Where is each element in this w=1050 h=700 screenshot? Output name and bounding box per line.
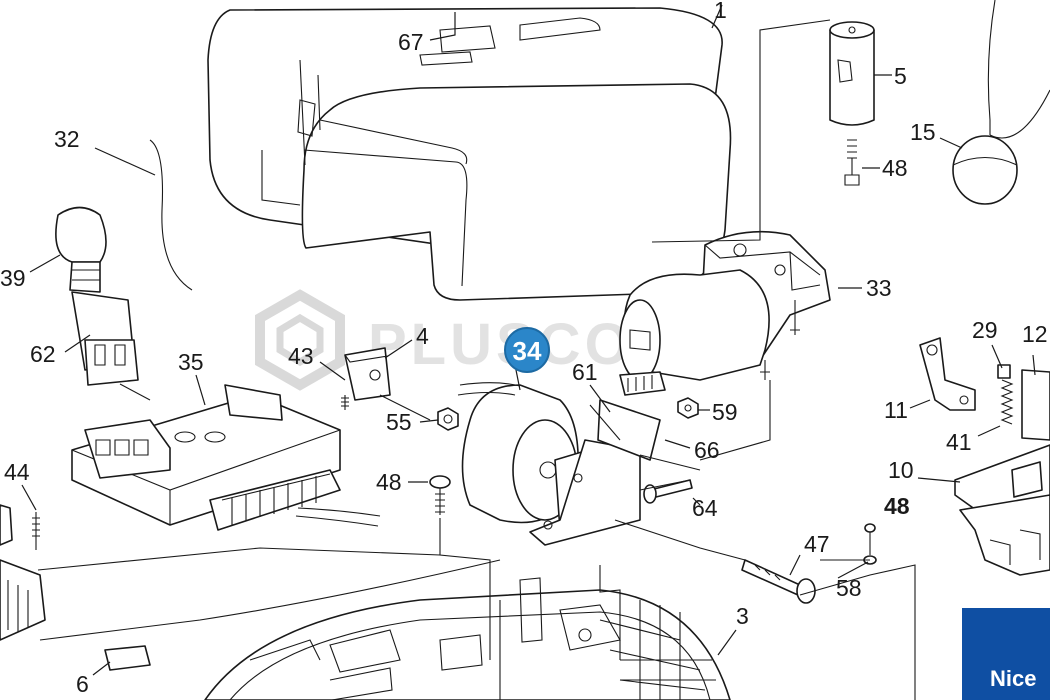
ball-part <box>952 0 1050 205</box>
part-label-10: 10 <box>888 457 914 483</box>
part-label-66: 66 <box>694 437 720 463</box>
limit-switch-part <box>341 347 391 410</box>
nut-55 <box>437 407 459 431</box>
bolt-47 <box>741 559 816 604</box>
part-label-39: 39 <box>0 265 26 291</box>
part-label-43: 43 <box>288 343 314 369</box>
part-label-47: 47 <box>804 531 830 557</box>
part-label-15: 15 <box>910 119 936 145</box>
screw-48-center <box>429 475 451 515</box>
screw-48-right <box>863 523 877 565</box>
part-label-48-right: 48 <box>884 493 910 519</box>
brand-logo: Nice <box>962 608 1050 700</box>
control-board-part <box>71 384 381 531</box>
assembly-lines <box>37 19 916 700</box>
highlight-badge-circle[interactable] <box>504 327 550 373</box>
cover-part <box>207 7 732 301</box>
highlight-badge[interactable]: 34 <box>504 327 550 373</box>
release-lever-part <box>919 337 976 411</box>
part-label-44: 44 <box>4 459 30 485</box>
sticker-part <box>104 645 151 671</box>
part-label-55: 55 <box>386 409 412 435</box>
block-12 <box>1021 369 1050 441</box>
bolt-64 <box>643 479 693 504</box>
leader-lines <box>21 4 1036 676</box>
part-label-33: 33 <box>866 275 892 301</box>
lamp-holder-part <box>71 291 139 386</box>
nut-59 <box>677 397 699 419</box>
brand-logo-bg <box>962 608 1050 700</box>
part-label-61: 61 <box>572 359 598 385</box>
part-label-41: 41 <box>946 429 972 455</box>
motor-part <box>457 382 661 546</box>
part-label-48-center: 48 <box>376 469 402 495</box>
part-label-6: 6 <box>76 671 89 697</box>
gear-motor-part <box>619 230 831 396</box>
part-label-3: 3 <box>736 603 749 629</box>
part-label-35: 35 <box>178 349 204 375</box>
part-label-11: 11 <box>884 397 908 423</box>
part-label-29: 29 <box>972 317 998 343</box>
part-label-64: 64 <box>692 495 718 521</box>
spring-41 <box>997 364 1014 425</box>
part-label-12: 12 <box>1022 321 1048 347</box>
part-label-4: 4 <box>416 323 429 349</box>
cable-part <box>149 139 193 291</box>
part-label-1: 1 <box>714 0 727 23</box>
part-label-48-top: 48 <box>882 155 908 181</box>
part-label-5: 5 <box>894 63 907 89</box>
part-label-67: 67 <box>398 29 424 55</box>
sleeve-part <box>829 21 875 186</box>
base-plate-part <box>204 577 731 700</box>
part-label-32: 32 <box>54 126 80 152</box>
brand-logo-text: Nice <box>990 666 1036 691</box>
base-10 <box>954 444 1050 576</box>
part-label-58: 58 <box>836 575 862 601</box>
part-label-62: 62 <box>30 341 56 367</box>
terminal-block-part <box>0 504 46 641</box>
bulb-part <box>55 206 107 293</box>
part-label-59: 59 <box>712 399 738 425</box>
highlight-badge-label[interactable]: 34 <box>513 336 542 366</box>
watermark-hexagon-logo <box>255 289 345 391</box>
